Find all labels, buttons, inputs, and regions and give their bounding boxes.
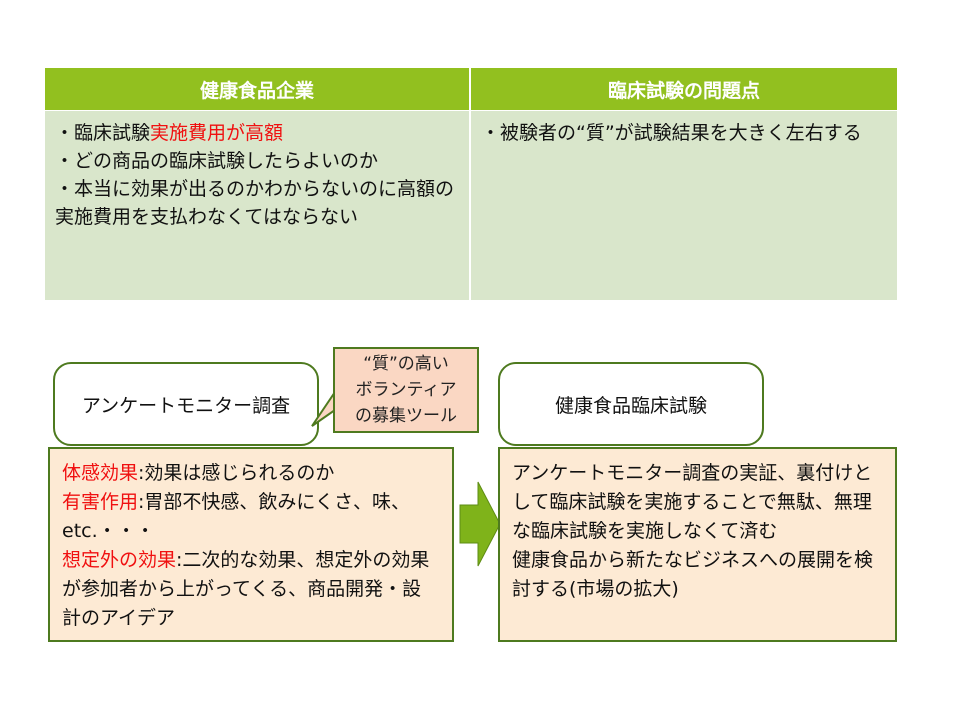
trial-details-box: アンケートモニター調査の実証、裏付けとして臨床試験を実施することで無駄、無理な臨… — [498, 447, 897, 642]
list-item: ・臨床試験実施費用が高額 — [55, 119, 459, 147]
highlight-text: 実施費用が高額 — [150, 122, 284, 144]
item-label: 体感効果 — [62, 462, 139, 484]
arrow-right-icon — [459, 481, 501, 567]
item-label: 想定外の効果 — [62, 549, 177, 571]
list-item: ・被験者の“質”が試験結果を大きく左右する — [481, 122, 862, 144]
header-trial-issues: 臨床試験の問題点 — [471, 68, 897, 110]
survey-details-box: 体感効果:効果は感じられるのか 有害作用:胃部不快感、飲みにくさ、味、etc.・… — [48, 447, 454, 642]
item-text: :二次的な効果、想定外の効果が参加者から上がってくる、商品開発・設計のアイデア — [62, 549, 430, 629]
callout-quality-volunteers: “質”の高い ボランティア の募集ツール — [333, 347, 479, 433]
survey-item: 想定外の効果:二次的な効果、想定外の効果が参加者から上がってくる、商品開発・設計… — [62, 546, 440, 633]
item-text: ・臨床試験 — [55, 122, 151, 144]
item-text: :胃部不快感、飲みにくさ、味、etc.・・・ — [62, 491, 411, 542]
survey-title-box: アンケートモニター調査 — [53, 362, 319, 446]
item-text: :効果は感じられるのか — [138, 462, 335, 484]
cell-companies: ・臨床試験実施費用が高額 ・どの商品の臨床試験したらよいのか ・本当に効果が出る… — [45, 111, 469, 300]
cell-trial-issues: ・被験者の“質”が試験結果を大きく左右する — [471, 111, 897, 300]
trial-line: 健康食品から新たなビジネスへの展開を検討する(市場の拡大) — [512, 549, 874, 600]
callout-line: ボランティア — [355, 380, 457, 400]
callout-line: “質”の高い — [363, 354, 449, 374]
list-item: ・本当に効果が出るのかわからないのに高額の実施費用を支払わなくてはならない — [55, 178, 455, 228]
survey-item: 体感効果:効果は感じられるのか — [62, 459, 440, 488]
trial-title-box: 健康食品臨床試験 — [498, 362, 764, 446]
trial-line: アンケートモニター調査の実証、裏付けとして臨床試験を実施することで無駄、無理な臨… — [512, 462, 873, 542]
callout-line: の募集ツール — [355, 406, 457, 426]
list-item: ・どの商品の臨床試験したらよいのか — [55, 150, 379, 172]
trial-title: 健康食品臨床試験 — [554, 394, 707, 417]
header-companies: 健康食品企業 — [45, 68, 469, 110]
item-label: 有害作用 — [62, 491, 139, 513]
survey-item: 有害作用:胃部不快感、飲みにくさ、味、etc.・・・ — [62, 488, 440, 546]
survey-title: アンケートモニター調査 — [81, 394, 291, 417]
